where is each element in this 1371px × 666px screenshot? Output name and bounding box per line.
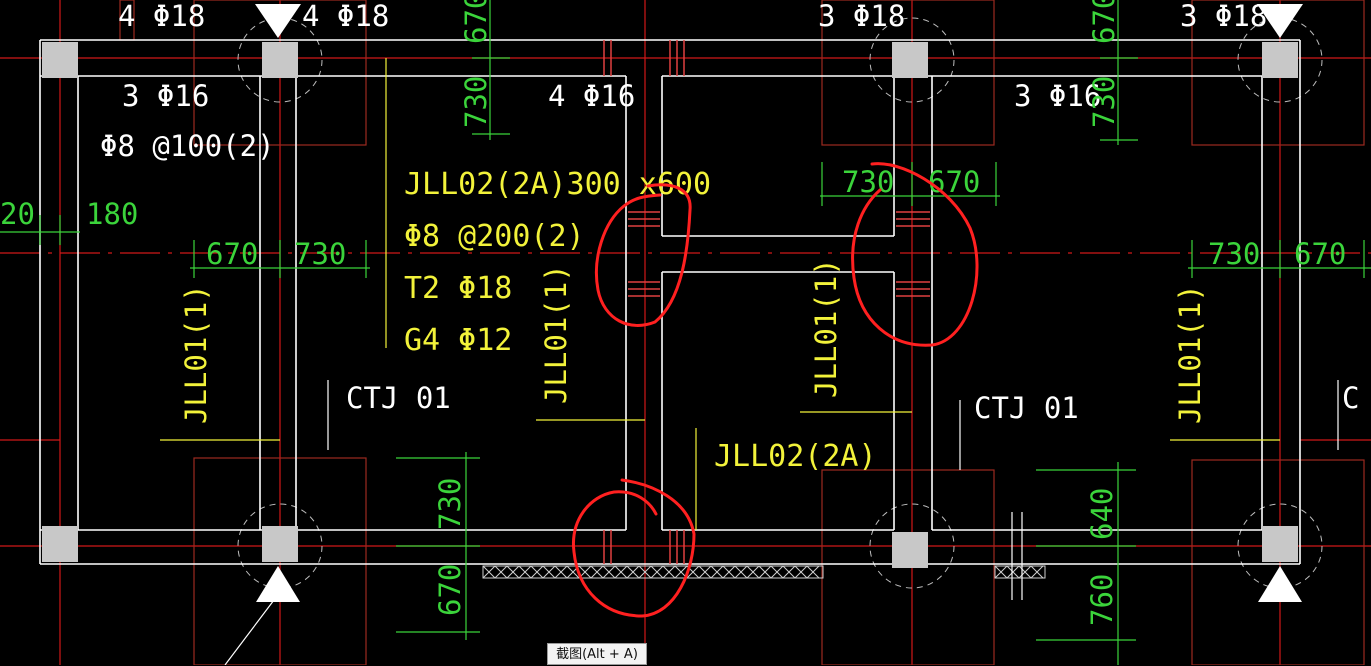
dim-670: 670 xyxy=(206,237,258,271)
beam-callout-stirrup: Φ8 @200(2) xyxy=(404,219,585,254)
cap-label-partial: C xyxy=(1342,381,1359,415)
dim-670: 670 xyxy=(1087,0,1121,44)
rebar-under-mid-label: 4 Φ16 xyxy=(548,79,635,113)
rebar-top-left-label: 4 Φ18 xyxy=(118,0,205,33)
stirrup-label: Φ8 @100(2) xyxy=(100,129,275,163)
beam-label-jll01: JLL01(1) xyxy=(1173,284,1207,424)
leader-line xyxy=(224,599,275,665)
dim-730: 730 xyxy=(459,76,493,128)
column-square xyxy=(1262,526,1298,562)
markup-circle xyxy=(594,183,692,327)
column-square xyxy=(262,526,298,562)
beam-callout-side-rebar: G4 Φ12 xyxy=(404,323,512,358)
dim-670: 670 xyxy=(1294,237,1346,271)
column-square xyxy=(892,42,928,78)
dim-180: 180 xyxy=(86,197,138,231)
triangle-up-icon xyxy=(256,566,300,602)
cap-outlines xyxy=(119,0,1365,665)
column-square xyxy=(262,42,298,78)
markup-circles xyxy=(572,162,979,618)
triangle-down-icon xyxy=(255,4,301,38)
column-squares xyxy=(42,42,1298,568)
column-square xyxy=(1262,42,1298,78)
dim-670: 670 xyxy=(459,0,493,44)
beam-label-jll01: JLL01(1) xyxy=(539,264,573,404)
column-circles xyxy=(237,17,1323,589)
rebar-top-right-label: 3 Φ18 xyxy=(1180,0,1267,33)
dim-760: 760 xyxy=(1085,574,1119,626)
beam-label-jll01: JLL01(1) xyxy=(179,284,213,424)
markup-circle xyxy=(851,162,979,347)
rebar-under-left-label: 3 Φ16 xyxy=(122,79,209,113)
dim-670: 670 xyxy=(433,564,467,616)
dim-670: 670 xyxy=(928,165,980,199)
section-arrow-icons xyxy=(255,4,1303,602)
screenshot-tooltip: 截图(Alt + A) xyxy=(547,643,647,665)
dim-730: 730 xyxy=(294,237,346,271)
column-square xyxy=(892,532,928,568)
beam-callout-top-rebar: T2 Φ18 xyxy=(404,271,512,306)
rebar-top-left2-label: 4 Φ18 xyxy=(302,0,389,33)
column-square xyxy=(42,42,78,78)
dim-20: 20 xyxy=(0,197,35,231)
cap-leaders xyxy=(327,380,1339,600)
triangle-down-icon xyxy=(1257,4,1303,38)
column-square xyxy=(42,526,78,562)
cap-label-ctj01: CTJ 01 xyxy=(346,381,451,415)
dim-730: 730 xyxy=(842,165,894,199)
dim-640: 640 xyxy=(1085,488,1119,540)
beam-label-jll02: JLL02(2A) xyxy=(714,439,877,474)
rebar-ticks xyxy=(603,40,930,564)
markup-circle xyxy=(572,478,696,618)
cap-label-ctj01: CTJ 01 xyxy=(974,391,1079,425)
rebar-under-right-label: 3 Φ16 xyxy=(1014,79,1101,113)
dim-730: 730 xyxy=(433,478,467,530)
hatch-strip xyxy=(482,565,1046,579)
text-leaders xyxy=(160,58,1280,530)
rebar-top-mid-label: 3 Φ18 xyxy=(818,0,905,33)
triangle-up-icon xyxy=(1258,566,1302,602)
dim-730: 730 xyxy=(1208,237,1260,271)
beam-label-jll01: JLL01(1) xyxy=(809,258,843,398)
dim-730: 730 xyxy=(1087,76,1121,128)
